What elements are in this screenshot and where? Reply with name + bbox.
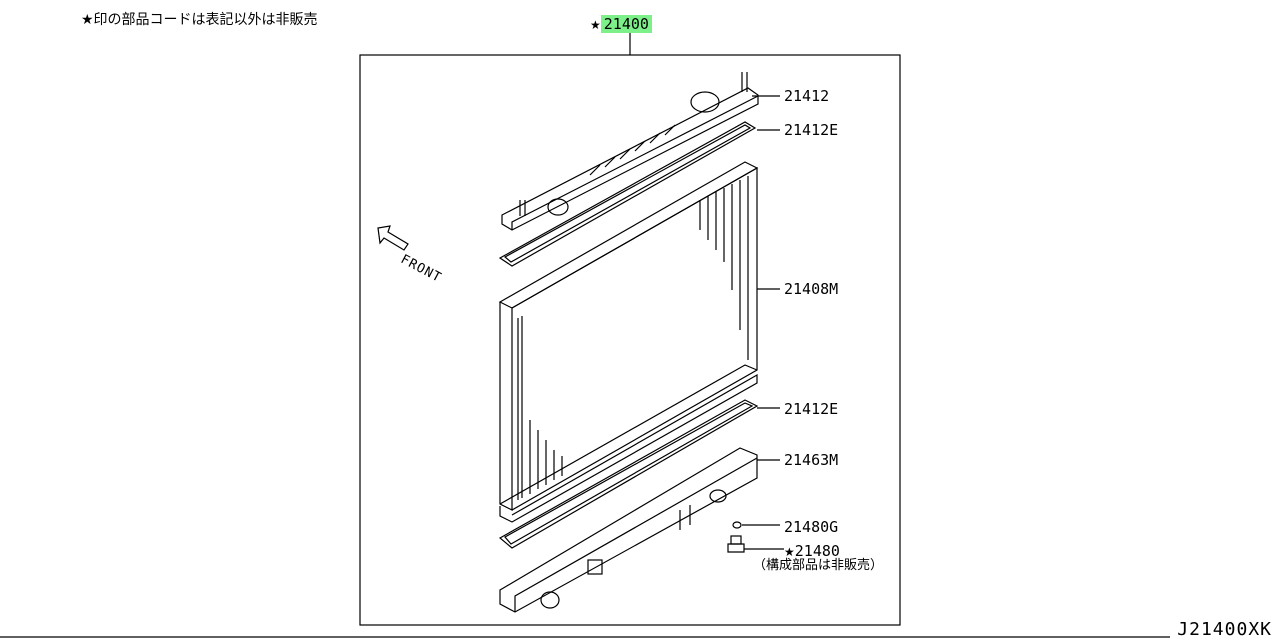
- lower-gasket-21412E: [498, 399, 759, 549]
- lower-tank-21463M: [499, 447, 758, 613]
- front-arrow-icon: [377, 225, 409, 251]
- diagram-frame: [359, 54, 901, 626]
- part-label-21408M[interactable]: 21408M: [784, 280, 839, 298]
- note-text: ★印の部品コードは表記以外は非販売: [81, 12, 318, 28]
- upper-tank-21412: [501, 72, 759, 231]
- part-label-21480G[interactable]: 21480G: [784, 518, 839, 536]
- part-label-21412E-lower[interactable]: 21412E: [784, 400, 839, 418]
- radiator-core-21408M: [498, 161, 759, 523]
- o-ring-21480G: [732, 521, 742, 529]
- diagram-code: J21400XK: [1177, 619, 1272, 640]
- part-label-21480-number: 21480: [794, 542, 840, 560]
- upper-gasket-21412E: [498, 121, 757, 267]
- part-label-21480[interactable]: ★21480: [784, 542, 840, 561]
- part-label-21463M[interactable]: 21463M: [784, 451, 839, 469]
- assembly-part-link[interactable]: 21400: [600, 15, 652, 33]
- part-21480-note: （構成部品は非販売）: [753, 558, 884, 573]
- drain-plug-21480: [727, 535, 745, 553]
- star-icon: ★: [784, 545, 795, 559]
- assembly-part-number: ★21400: [590, 14, 652, 35]
- part-label-21412[interactable]: 21412: [784, 87, 830, 105]
- star-icon: ★: [590, 18, 601, 32]
- part-label-21412E-upper[interactable]: 21412E: [784, 121, 839, 139]
